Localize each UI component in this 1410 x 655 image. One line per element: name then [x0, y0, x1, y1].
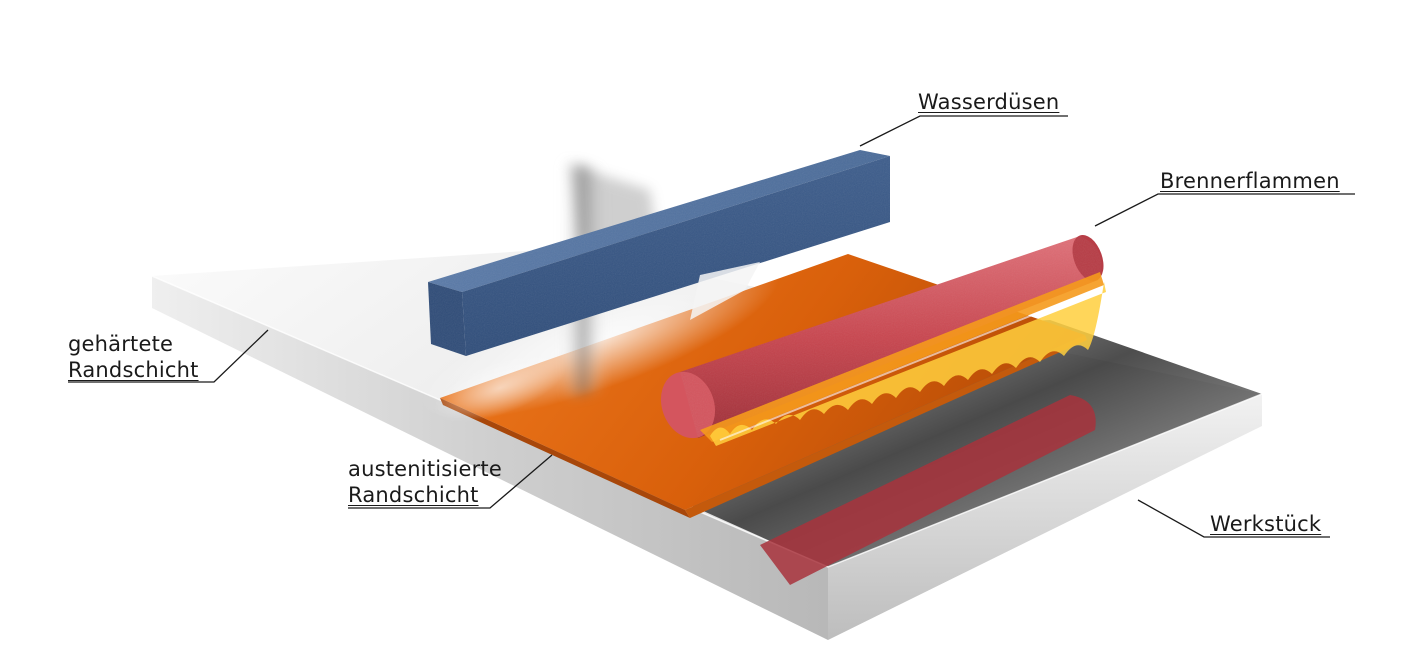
label-burner-flames-text: Brennerflammen: [1160, 169, 1340, 193]
label-burner-flames: Brennerflammen: [1160, 168, 1340, 194]
leader-line-nozzles: [859, 115, 1068, 147]
rod-reflection: [760, 395, 1096, 585]
label-water-nozzles-text: Wasserdüsen: [918, 90, 1060, 114]
label-austenitized-layer: austenitisierte Randschicht: [348, 456, 502, 508]
leader-line-austenitized: [348, 454, 553, 509]
label-workpiece: Werkstück: [1210, 511, 1321, 537]
workpiece-front-side: [152, 276, 828, 640]
leader-line-hardened: [68, 329, 269, 383]
label-workpiece-text: Werkstück: [1210, 512, 1322, 536]
label-hardened-line1: gehärtete: [68, 332, 174, 356]
leader-line-workpiece: [1137, 499, 1330, 538]
workpiece-right-side: [828, 394, 1262, 640]
label-hardened-layer: gehärtete Randschicht: [68, 331, 199, 383]
water-spray-cone: [690, 262, 760, 320]
label-hardened-line2: Randschicht: [68, 358, 199, 382]
leader-line-flames: [1094, 193, 1355, 227]
label-austenitized-line1: austenitisierte: [348, 457, 502, 481]
burner-flames: [700, 272, 1106, 446]
label-water-nozzles: Wasserdüsen: [918, 89, 1059, 115]
austenitized-layer-edge: [440, 398, 690, 518]
label-austenitized-line2: Randschicht: [348, 483, 479, 507]
